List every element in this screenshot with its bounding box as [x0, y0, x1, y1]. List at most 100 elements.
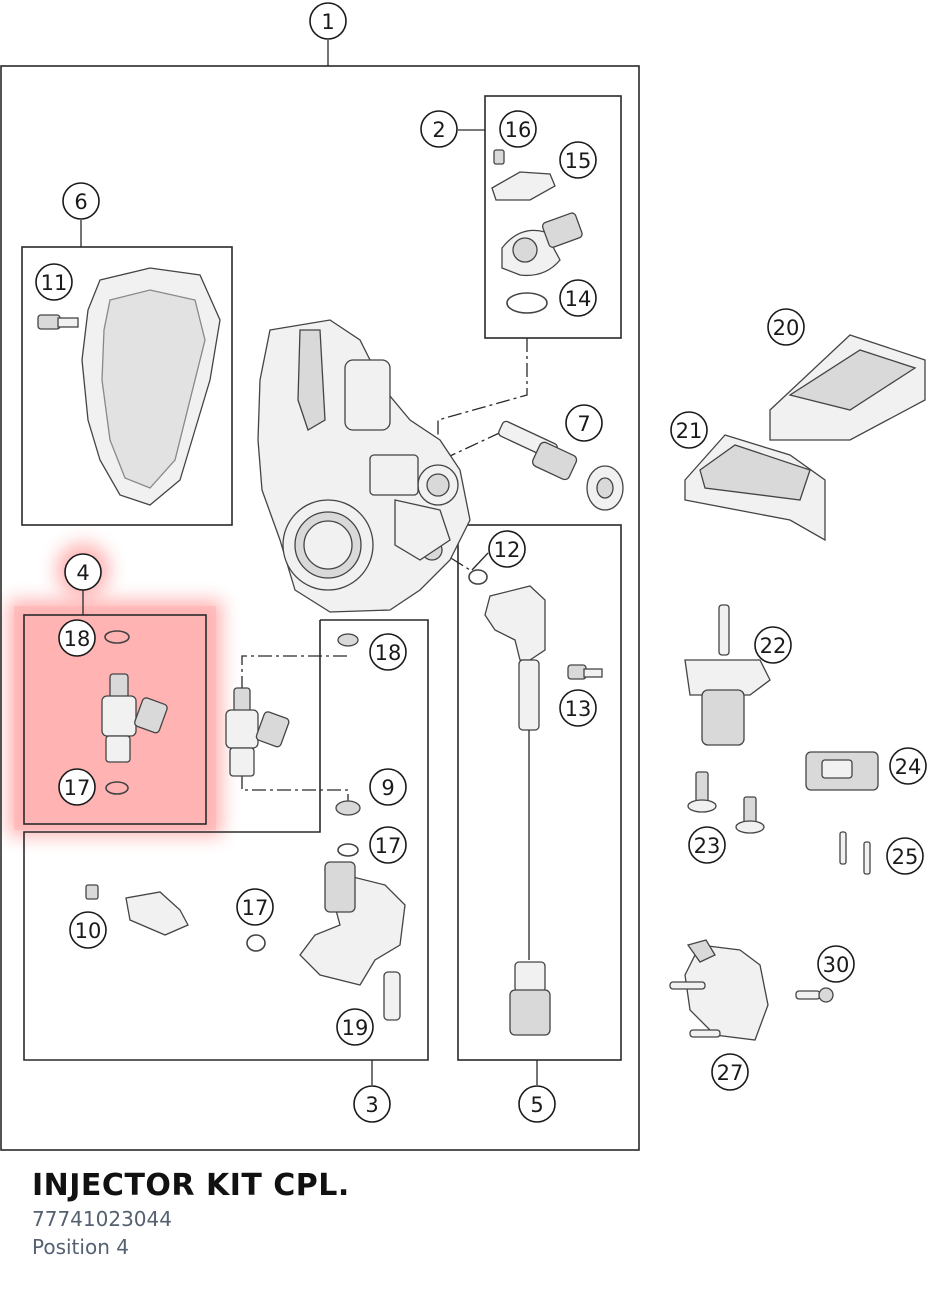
callout-circle	[35, 263, 73, 301]
callout-24[interactable]: 24	[889, 747, 927, 785]
callout-30[interactable]: 30	[817, 945, 855, 983]
part-info-panel: INJECTOR KIT CPL. 77741023044 Position 4	[32, 1168, 902, 1259]
callout-circle	[353, 1085, 391, 1123]
callout-23[interactable]: 23	[688, 826, 726, 864]
callout-20[interactable]: 20	[767, 308, 805, 346]
throttle-body-illustration	[257, 319, 471, 613]
callout-label: 20	[773, 316, 800, 340]
valve-illustration	[498, 420, 624, 511]
callout-label: 5	[530, 1093, 543, 1117]
cover-illustration	[37, 267, 221, 506]
callout-circle	[559, 279, 597, 317]
callout-label: 25	[892, 845, 919, 869]
sensor-parts-illustration	[684, 604, 879, 875]
callout-label: 10	[75, 919, 102, 943]
callout-13[interactable]: 13	[559, 689, 597, 727]
sensor-assembly-illustration	[491, 149, 583, 314]
callout-label: 11	[41, 271, 68, 295]
callout-circle	[754, 626, 792, 664]
callout-2[interactable]: 2	[420, 110, 458, 148]
callout-circle	[499, 110, 537, 148]
injector-assembly-illustration	[85, 633, 406, 1021]
callout-circle	[369, 633, 407, 671]
callout-12[interactable]: 12	[488, 530, 526, 568]
callout-label: 16	[505, 118, 532, 142]
part-number: 77741023044	[32, 1207, 172, 1231]
callout-label: 22	[760, 634, 787, 658]
callout-circle	[62, 182, 100, 220]
callout-label: 1	[321, 10, 334, 34]
callout-label: 17	[64, 776, 91, 800]
callout-17[interactable]: 17	[58, 768, 96, 806]
callout-circle	[309, 2, 347, 40]
callout-circle	[670, 411, 708, 449]
callout-label: 14	[565, 287, 592, 311]
callout-circle	[236, 888, 274, 926]
callout-17[interactable]: 17	[369, 826, 407, 864]
callout-25[interactable]: 25	[886, 837, 924, 875]
callout-label: 17	[375, 834, 402, 858]
callout-label: 6	[74, 190, 87, 214]
cable-sensor-illustration	[468, 569, 603, 1036]
callout-label: 2	[432, 118, 445, 142]
callout-14[interactable]: 14	[559, 279, 597, 317]
callout-label: 30	[823, 953, 850, 977]
callout-19[interactable]: 19	[336, 1008, 374, 1046]
callout-circle	[886, 837, 924, 875]
part-title: INJECTOR KIT CPL.	[32, 1168, 350, 1203]
callout-circle	[369, 826, 407, 864]
callout-4[interactable]: 4	[64, 553, 102, 591]
control-unit-illustration	[684, 334, 926, 542]
callout-circle	[767, 308, 805, 346]
callout-circle	[559, 689, 597, 727]
parts-diagram: 1216151461172021418171218132291724232510…	[0, 2, 927, 1151]
callout-3[interactable]: 3	[353, 1085, 391, 1123]
callout-label: 4	[76, 561, 89, 585]
callout-label: 27	[717, 1061, 744, 1085]
callout-circle	[69, 911, 107, 949]
callout-circle	[488, 530, 526, 568]
callout-6[interactable]: 6	[62, 182, 100, 220]
callout-circle	[817, 945, 855, 983]
assembly-frames	[0, 65, 640, 1151]
callout-15[interactable]: 15	[559, 141, 597, 179]
callout-circle	[369, 768, 407, 806]
callout-9[interactable]: 9	[369, 768, 407, 806]
callout-21[interactable]: 21	[670, 411, 708, 449]
callout-17[interactable]: 17	[236, 888, 274, 926]
callout-label: 3	[365, 1093, 378, 1117]
callout-label: 24	[895, 755, 922, 779]
callout-circle	[58, 768, 96, 806]
callout-1[interactable]: 1	[309, 2, 347, 40]
callout-label: 13	[565, 697, 592, 721]
callout-5[interactable]: 5	[518, 1085, 556, 1123]
callout-circle	[688, 826, 726, 864]
callout-label: 18	[64, 627, 91, 651]
injector-kit-illustration	[101, 630, 168, 795]
callout-circle	[518, 1085, 556, 1123]
callout-18[interactable]: 18	[58, 619, 96, 657]
callout-label: 12	[494, 538, 521, 562]
callout-27[interactable]: 27	[711, 1053, 749, 1091]
callout-22[interactable]: 22	[754, 626, 792, 664]
callout-18[interactable]: 18	[369, 633, 407, 671]
callout-11[interactable]: 11	[35, 263, 73, 301]
callout-circle	[711, 1053, 749, 1091]
callout-7[interactable]: 7	[565, 404, 603, 442]
callout-16[interactable]: 16	[499, 110, 537, 148]
callout-circle	[58, 619, 96, 657]
callout-circle	[889, 747, 927, 785]
callout-label: 23	[694, 834, 721, 858]
callout-circle	[565, 404, 603, 442]
callout-label: 19	[342, 1016, 369, 1040]
callout-label: 7	[577, 412, 590, 436]
part-position: Position 4	[32, 1235, 129, 1259]
callout-10[interactable]: 10	[69, 911, 107, 949]
callout-label: 18	[375, 641, 402, 665]
switch-parts-illustration	[669, 939, 834, 1041]
callout-circle	[64, 553, 102, 591]
callout-label: 9	[381, 776, 394, 800]
callout-label: 17	[242, 896, 269, 920]
callout-label: 21	[676, 419, 703, 443]
